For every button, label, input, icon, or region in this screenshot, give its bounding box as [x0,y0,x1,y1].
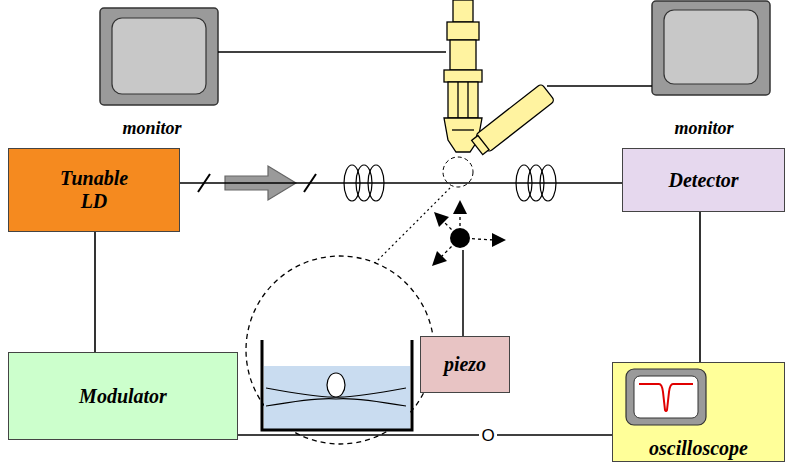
inset-leader [372,188,450,266]
microscope [444,0,482,152]
optical-fiber [180,182,622,184]
laser-source-box: Tunable LD [8,148,180,232]
signal-wire [699,212,701,362]
box-label: piezo [444,353,486,376]
monitor-icon [100,8,218,105]
detector-box: Detector [622,148,785,212]
inset-view [246,256,434,444]
monitor-icon [652,1,770,95]
monitor-cable [547,85,652,87]
modulator-box: Modulator [8,352,238,440]
scope-screen-icon [625,368,707,428]
box-label: Modulator [79,385,167,408]
box-label: Tunable LD [48,167,140,213]
box-label: Detector [669,169,739,192]
camera-tube [470,83,554,156]
monitor-cable [218,51,446,53]
xyz-stage [432,200,506,336]
connector-mark: O [479,427,496,444]
trigger-wire [238,434,612,436]
monitor-label: monitor [674,118,733,139]
piezo-controller-box: piezo [420,336,510,393]
box-label: oscilloscope [649,437,748,460]
monitor-label: monitor [122,118,181,139]
modulation-wire [94,232,96,352]
oscilloscope-box: oscilloscope [612,362,785,462]
